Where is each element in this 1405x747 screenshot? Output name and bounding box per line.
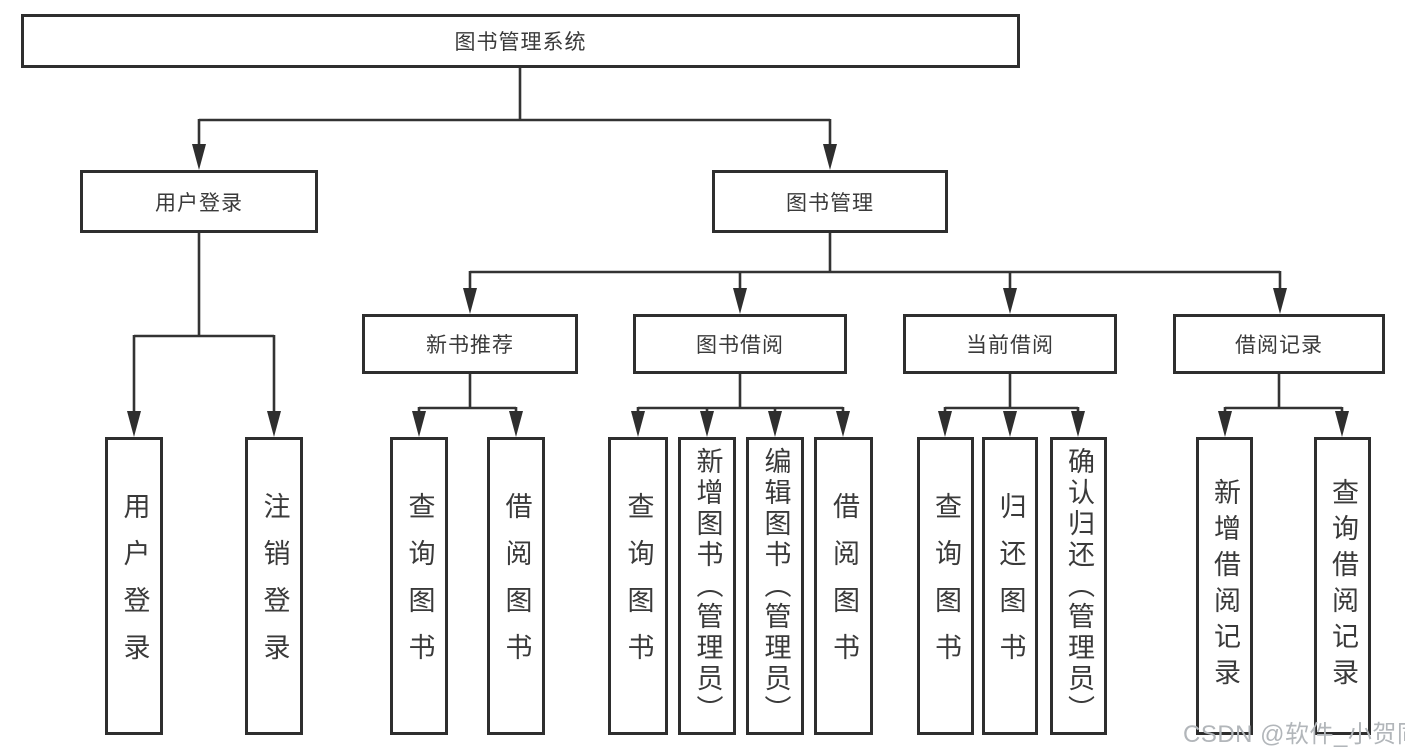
leaf-borrow-books-recommend: 借阅图书 [487, 437, 545, 735]
node-new-book-recommend: 新书推荐 [362, 314, 578, 374]
leaf-borrow-books-label: 借阅图书 [829, 492, 859, 680]
node-book-borrow-label: 图书借阅 [696, 334, 784, 357]
leaf-edit-book-admin: 编辑图书（管理员） [746, 437, 804, 735]
node-new-book-recommend-label: 新书推荐 [426, 334, 514, 357]
csdn-watermark: CSDN @软件_小贺同学 [1183, 721, 1405, 747]
leaf-user-login-label: 用户登录 [119, 492, 150, 680]
leaf-return-book-label: 归还图书 [995, 492, 1026, 680]
leaf-logout-login-label: 注销登录 [259, 492, 290, 680]
leaf-query-books-current: 查询图书 [917, 437, 974, 735]
node-current-borrow: 当前借阅 [903, 314, 1117, 374]
arrowheads [127, 144, 1349, 437]
leaf-edit-book-admin-label: 编辑图书（管理员） [760, 446, 791, 726]
leaf-logout-login: 注销登录 [245, 437, 303, 735]
leaf-query-books-recommend-label: 查询图书 [404, 492, 435, 680]
leaf-query-books-borrow-label: 查询图书 [623, 492, 654, 680]
leaf-add-book-admin-label: 新增图书（管理员） [692, 446, 723, 726]
leaf-return-book: 归还图书 [982, 437, 1038, 735]
node-book-management-label: 图书管理 [786, 191, 874, 215]
leaf-user-login: 用户登录 [105, 437, 163, 735]
node-book-management: 图书管理 [712, 170, 948, 233]
leaf-query-borrow-record-label: 查询借阅记录 [1328, 478, 1358, 694]
node-user-login: 用户登录 [80, 170, 318, 233]
node-book-borrow: 图书借阅 [633, 314, 847, 374]
leaf-query-books-recommend: 查询图书 [390, 437, 448, 735]
leaf-confirm-return-admin-label: 确认归还（管理员） [1064, 446, 1094, 726]
node-root: 图书管理系统 [21, 14, 1020, 68]
node-user-login-label: 用户登录 [155, 191, 243, 215]
node-root-label: 图书管理系统 [454, 31, 587, 54]
leaf-add-borrow-record: 新增借阅记录 [1196, 437, 1253, 735]
leaf-confirm-return-admin: 确认归还（管理员） [1050, 437, 1107, 735]
node-current-borrow-label: 当前借阅 [966, 334, 1054, 357]
leaf-add-book-admin: 新增图书（管理员） [678, 437, 736, 735]
leaf-borrow-books-recommend-label: 借阅图书 [501, 492, 532, 680]
leaf-add-borrow-record-label: 新增借阅记录 [1210, 478, 1240, 694]
leaf-query-borrow-record: 查询借阅记录 [1314, 437, 1371, 735]
leaf-query-books-borrow: 查询图书 [608, 437, 668, 735]
leaf-borrow-books: 借阅图书 [814, 437, 873, 735]
leaf-query-books-current-label: 查询图书 [931, 492, 961, 680]
node-borrow-records-label: 借阅记录 [1235, 334, 1323, 357]
node-borrow-records: 借阅记录 [1173, 314, 1385, 374]
